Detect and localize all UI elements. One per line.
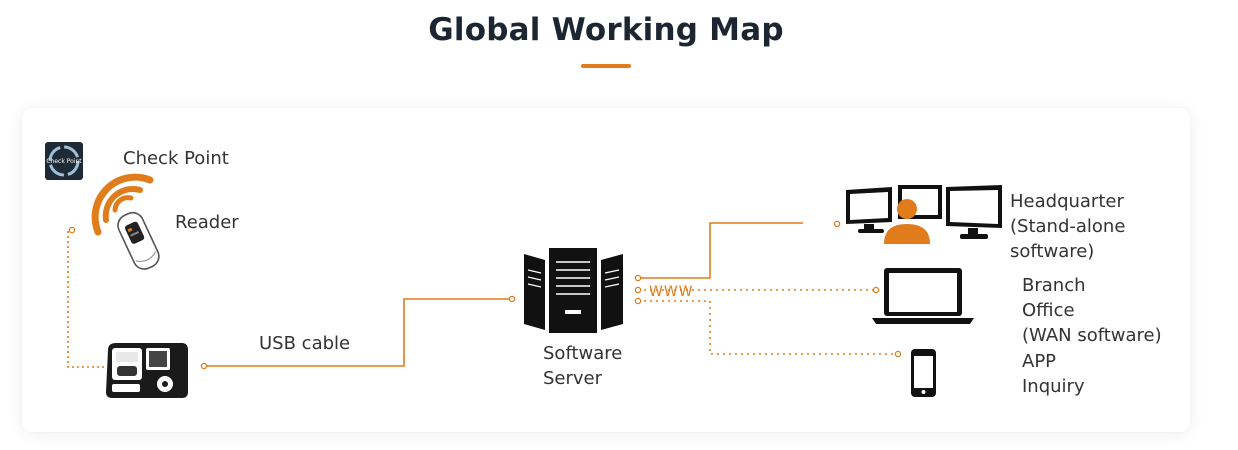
check-point-logo-icon: Check Point bbox=[45, 142, 83, 180]
server-headquarter-link bbox=[638, 222, 803, 279]
smartphone-icon bbox=[911, 349, 936, 397]
server-icon bbox=[524, 248, 623, 333]
page-title: Global Working Map bbox=[428, 12, 784, 48]
branch-office-label-line1: Branch bbox=[1022, 275, 1086, 296]
branch-office-label-line3: (WAN software) bbox=[1022, 325, 1162, 346]
app-inquiry-label-line1: APP bbox=[1022, 351, 1056, 372]
software-server-label-line2: Server bbox=[543, 368, 603, 389]
headquarter-label-line1: Headquarter bbox=[1010, 191, 1124, 212]
reader-label: Reader bbox=[175, 212, 239, 233]
link-endpoints bbox=[68, 220, 902, 370]
www-label: WWW bbox=[649, 284, 694, 300]
title-underline bbox=[581, 64, 631, 68]
server-app-link bbox=[638, 300, 898, 355]
svg-text:Check Point: Check Point bbox=[46, 158, 82, 165]
reader-terminal-link bbox=[67, 229, 106, 368]
app-inquiry-label-line2: Inquiry bbox=[1022, 376, 1085, 397]
attendance-terminal-icon bbox=[106, 343, 188, 398]
headquarter-label-line2: (Stand-alone bbox=[1010, 216, 1125, 237]
software-server-label-line1: Software bbox=[543, 343, 622, 364]
branch-office-label-line2: Office bbox=[1022, 300, 1075, 321]
headquarter-label-line3: software) bbox=[1010, 241, 1094, 262]
usb-cable-label: USB cable bbox=[259, 333, 350, 354]
usb-cable-link bbox=[204, 298, 510, 367]
connection-lines bbox=[67, 222, 898, 368]
workstation-monitors-icon bbox=[846, 185, 1002, 244]
rfid-reader-icon bbox=[91, 173, 160, 270]
laptop-icon bbox=[872, 268, 974, 324]
check-point-label: Check Point bbox=[123, 148, 229, 169]
